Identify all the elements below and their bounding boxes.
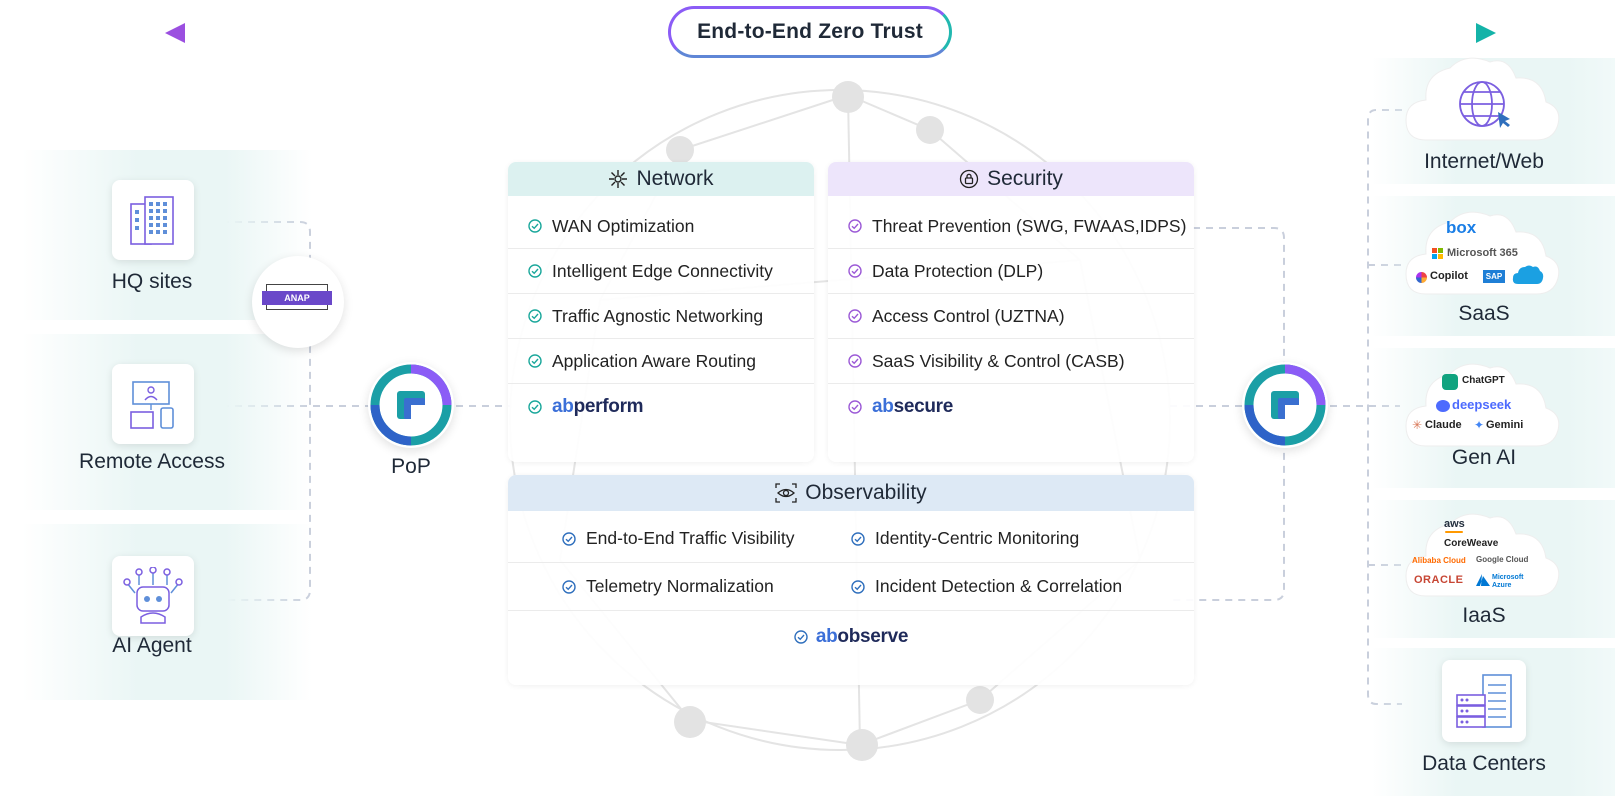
observe-logo: abobserve bbox=[815, 626, 909, 647]
observe-brand-row: abobserve bbox=[508, 611, 1194, 663]
pop-label: PoP bbox=[391, 455, 431, 478]
network-icon bbox=[609, 170, 628, 188]
security-item: SaaS Visibility & Control (CASB) bbox=[828, 339, 1194, 384]
eye-icon bbox=[775, 483, 797, 503]
saas-label: SaaS bbox=[1458, 302, 1510, 325]
secure-logo: absecure bbox=[872, 395, 954, 417]
azure-icon bbox=[1476, 574, 1490, 586]
observability-card: Observability End-to-End Traffic Visibil… bbox=[508, 475, 1194, 685]
security-title: Security bbox=[987, 167, 1063, 190]
check-icon bbox=[848, 264, 862, 278]
claude-logo: Claude bbox=[1425, 419, 1462, 431]
pop-node-right bbox=[1242, 362, 1328, 448]
check-icon bbox=[848, 399, 862, 414]
network-brand-row: abperform bbox=[508, 384, 814, 429]
network-item: WAN Optimization bbox=[508, 204, 814, 249]
internet-web-label: Internet/Web bbox=[1424, 150, 1544, 173]
observability-item: Telemetry Normalization bbox=[508, 563, 851, 611]
anap-badge: ANAP bbox=[262, 291, 332, 305]
security-card: Security Threat Prevention (SWG, FWAAS,I… bbox=[828, 162, 1194, 462]
salesforce-cloud-icon bbox=[1512, 265, 1544, 284]
perform-logo: abperform bbox=[552, 395, 644, 417]
copilot-logo: Copilot bbox=[1430, 270, 1468, 282]
deepseek-icon bbox=[1436, 400, 1450, 412]
hq-building-icon bbox=[112, 180, 194, 260]
network-card: Network WAN Optimization Intelligent Edg… bbox=[508, 162, 814, 462]
microsoft-icon bbox=[1432, 248, 1444, 260]
security-item: Threat Prevention (SWG, FWAAS,IDPS) bbox=[828, 204, 1194, 249]
alibaba-cloud-logo: Alibaba Cloud bbox=[1412, 556, 1466, 565]
zero-trust-title: End-to-End Zero Trust bbox=[668, 6, 952, 58]
data-centers-icon bbox=[1442, 660, 1526, 742]
aws-smile-icon bbox=[1445, 531, 1463, 533]
chatgpt-logo: ChatGPT bbox=[1462, 375, 1505, 386]
check-icon bbox=[851, 579, 865, 594]
security-item: Data Protection (DLP) bbox=[828, 249, 1194, 294]
security-item: Access Control (UZTNA) bbox=[828, 294, 1194, 339]
check-icon bbox=[562, 579, 576, 594]
check-icon bbox=[528, 309, 542, 323]
remote-access-label: Remote Access bbox=[79, 450, 225, 473]
iaas-cloud-icon bbox=[1405, 513, 1560, 597]
observability-item: Incident Detection & Correlation bbox=[851, 563, 1194, 611]
network-item: Intelligent Edge Connectivity bbox=[508, 249, 814, 294]
check-icon bbox=[848, 354, 862, 368]
aws-logo: aws bbox=[1444, 518, 1465, 530]
remote-access-icon bbox=[112, 364, 194, 444]
chatgpt-icon bbox=[1442, 374, 1458, 390]
microsoft-365-logo: Microsoft 365 bbox=[1447, 247, 1518, 259]
observability-item: Identity-Centric Monitoring bbox=[851, 515, 1194, 563]
gemini-logo: Gemini bbox=[1486, 419, 1524, 431]
google-cloud-logo: Google Cloud bbox=[1476, 555, 1529, 564]
data-centers-label: Data Centers bbox=[1422, 752, 1546, 775]
check-icon bbox=[528, 354, 542, 368]
sap-logo: SAP bbox=[1483, 270, 1505, 283]
internet-cloud-icon bbox=[1405, 57, 1560, 141]
check-icon bbox=[528, 219, 542, 233]
microsoft-azure-logo: Microsoft Azure bbox=[1492, 574, 1524, 589]
ai-agent-robot-icon bbox=[112, 556, 194, 636]
lock-icon bbox=[959, 169, 979, 189]
gen-ai-label: Gen AI bbox=[1451, 446, 1517, 469]
network-item: Application Aware Routing bbox=[508, 339, 814, 384]
security-brand-row: absecure bbox=[828, 384, 1194, 429]
box-logo: box bbox=[1446, 218, 1477, 237]
check-icon bbox=[851, 531, 865, 546]
coreweave-logo: CoreWeave bbox=[1444, 538, 1499, 549]
check-icon bbox=[794, 630, 808, 644]
observability-header: Observability bbox=[508, 475, 1194, 511]
network-header: Network bbox=[508, 162, 814, 196]
observability-item: End-to-End Traffic Visibility bbox=[508, 515, 851, 563]
ai-agent-label: AI Agent bbox=[112, 634, 192, 657]
deepseek-logo: deepseek bbox=[1452, 397, 1512, 412]
check-icon bbox=[848, 309, 862, 323]
iaas-label: IaaS bbox=[1462, 604, 1506, 627]
check-icon bbox=[528, 264, 542, 278]
anap-node: ANAP bbox=[252, 256, 344, 348]
pop-node-left bbox=[368, 362, 454, 448]
check-icon bbox=[848, 219, 862, 233]
claude-star-icon: ✳ bbox=[1412, 418, 1423, 432]
oracle-logo: ORACLE bbox=[1414, 574, 1464, 586]
check-icon bbox=[562, 531, 576, 546]
network-title: Network bbox=[636, 167, 714, 190]
copilot-icon bbox=[1416, 272, 1427, 283]
network-item: Traffic Agnostic Networking bbox=[508, 294, 814, 339]
observability-title: Observability bbox=[805, 481, 927, 504]
check-icon bbox=[528, 399, 542, 414]
gemini-star-icon: ✦ bbox=[1474, 418, 1485, 432]
security-header: Security bbox=[828, 162, 1194, 196]
hq-sites-label: HQ sites bbox=[111, 270, 193, 293]
